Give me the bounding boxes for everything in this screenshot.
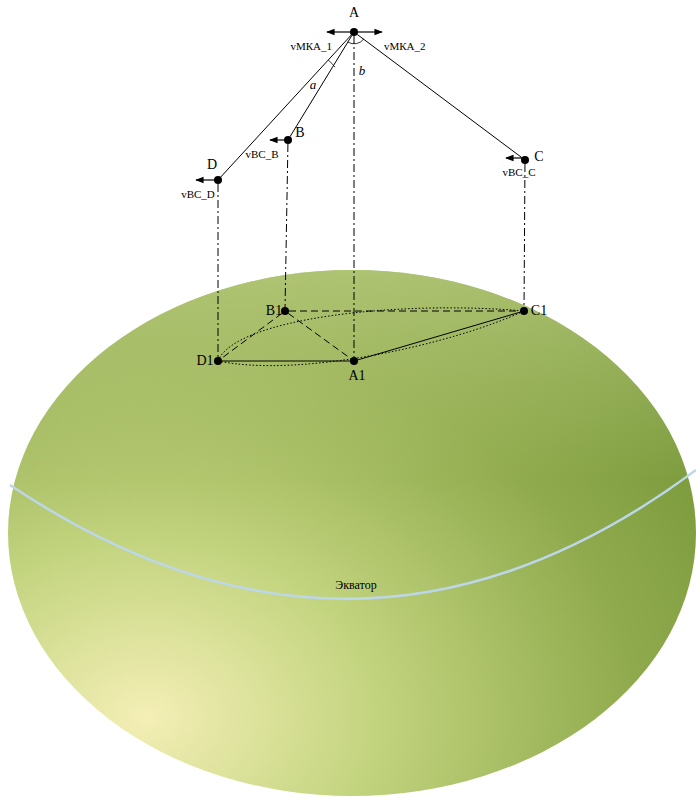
- connector-line: [222, 361, 350, 362]
- earth-ellipsoid: [8, 270, 696, 796]
- connector-line: [290, 35, 352, 136]
- point-label: D1: [196, 354, 213, 368]
- velocity-arrow: [358, 31, 382, 32]
- point-label: C: [534, 150, 543, 164]
- angle-label: b: [359, 64, 366, 77]
- point-marker: D1: [214, 357, 222, 365]
- velocity-arrow: [196, 179, 216, 180]
- connector-line: [358, 312, 520, 360]
- angle-arc: [348, 39, 364, 44]
- velocity-label: vВС_D: [181, 189, 215, 200]
- projection-line: [285, 144, 288, 307]
- point-marker: C: [521, 156, 529, 164]
- point-marker: B1: [281, 307, 289, 315]
- projection-line: [218, 184, 219, 357]
- equator-label: Экватор: [335, 579, 376, 591]
- point-marker: D: [214, 176, 222, 184]
- point-label: A: [349, 6, 359, 20]
- velocity-label: vВС_B: [245, 149, 278, 160]
- footprint-ellipse: [218, 311, 524, 366]
- connector-line: [221, 313, 282, 358]
- connector-line: [289, 311, 520, 312]
- point-marker: B: [284, 136, 292, 144]
- velocity-label: vМКА_1: [290, 41, 332, 52]
- velocity-arrow: [327, 31, 350, 32]
- velocity-label: vВС_C: [502, 167, 535, 178]
- point-marker: A1: [350, 357, 358, 365]
- connector-line: [221, 35, 352, 177]
- point-label: B: [295, 126, 304, 140]
- connector-line: [288, 313, 351, 358]
- point-marker: C1: [520, 307, 528, 315]
- earth-highlight: [8, 270, 696, 796]
- equator-line: [10, 470, 696, 599]
- footprint-ellipse: [218, 308, 524, 361]
- projection-line: [524, 164, 526, 307]
- projection-line: [354, 36, 355, 357]
- point-marker: A: [350, 28, 358, 36]
- point-label: C1: [531, 304, 547, 318]
- point-label: A1: [348, 369, 365, 383]
- point-label: D: [207, 158, 217, 172]
- angle-arc: [328, 60, 335, 67]
- connector-line: [357, 34, 522, 157]
- velocity-label: vМКА_2: [384, 41, 426, 52]
- point-label: B1: [266, 304, 282, 318]
- angle-label: a: [310, 78, 317, 91]
